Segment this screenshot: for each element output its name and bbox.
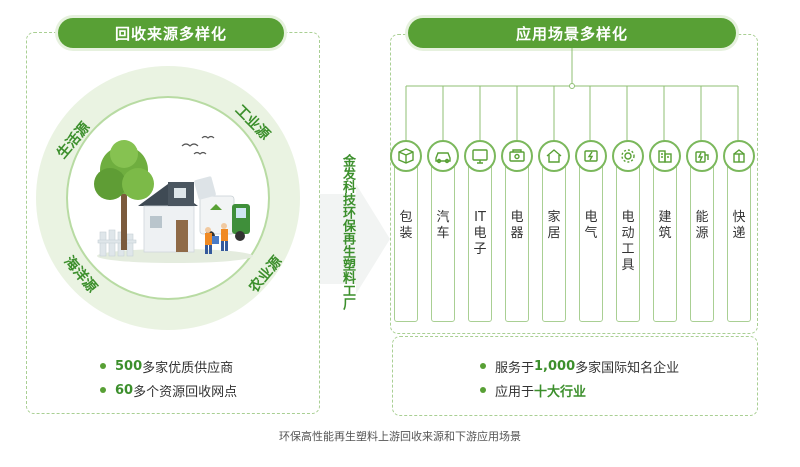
energy-icon <box>686 140 718 172</box>
left-title: 回收来源多样化 <box>58 18 284 48</box>
factory-label: 金发科技环保再生塑料工厂 <box>340 154 355 310</box>
right-title: 应用场景多样化 <box>408 18 736 48</box>
connector-lines <box>405 48 739 142</box>
bullet-dot <box>100 387 106 393</box>
package-icon <box>390 140 422 172</box>
figure-caption: 环保高性能再生塑料上游回收来源和下游应用场景 <box>279 430 521 443</box>
recycling-scene-illustration <box>94 135 253 263</box>
bullet-dot <box>480 363 486 369</box>
application-stats-list: 服务于 1,000 多家国际知名企业 应用于 十大行业 <box>480 354 679 402</box>
home-icon <box>538 140 570 172</box>
gear-tool-icon <box>612 140 644 172</box>
car-icon <box>427 140 459 172</box>
list-item: 500 多家优质供应商 <box>100 354 237 378</box>
supplier-stats-list: 500 多家优质供应商 60 多个资源回收网点 <box>100 354 237 402</box>
application-stats-panel <box>392 336 758 416</box>
delivery-icon <box>723 140 755 172</box>
bullet-dot <box>100 363 106 369</box>
electrical-icon <box>575 140 607 172</box>
monitor-icon <box>464 140 496 172</box>
list-item: 应用于 十大行业 <box>480 378 679 402</box>
building-icon <box>649 140 681 172</box>
bullet-dot <box>480 387 486 393</box>
appliance-icon <box>501 140 533 172</box>
list-item: 服务于 1,000 多家国际知名企业 <box>480 354 679 378</box>
flow-arrow <box>320 184 390 294</box>
list-item: 60 多个资源回收网点 <box>100 378 237 402</box>
